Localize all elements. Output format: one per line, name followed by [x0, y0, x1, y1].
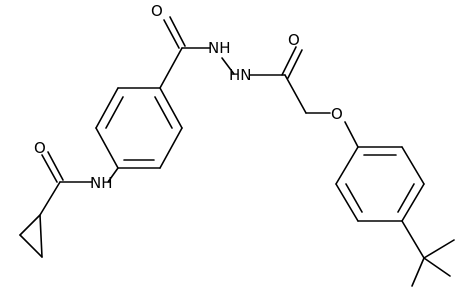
benzamide-ring [95, 87, 183, 169]
tert-butyl-group [401, 220, 455, 287]
phenoxy-ring [335, 146, 425, 222]
hydrazide-nh-label: NH [208, 39, 231, 57]
amide-nh-label: NH [90, 174, 113, 192]
acetyl-oxygen-label: O [288, 31, 300, 49]
hydrazide-hn-label: HN [229, 66, 252, 84]
carbonyl-oxygen-label: O [34, 139, 46, 157]
ether-oxygen-label: O [331, 105, 343, 123]
benzoyl-oxygen-label: O [151, 2, 163, 20]
hydrazide-nn-bond [221, 57, 235, 75]
benzoyl-carbonyl [159, 16, 211, 89]
nh-ring-bond [107, 167, 119, 183]
o-aryl-bond [344, 121, 359, 148]
cyclopropane-ring [19, 214, 43, 258]
cyclopropane-carboxamide [39, 151, 93, 216]
acetyl-carbonyl [249, 46, 307, 114]
